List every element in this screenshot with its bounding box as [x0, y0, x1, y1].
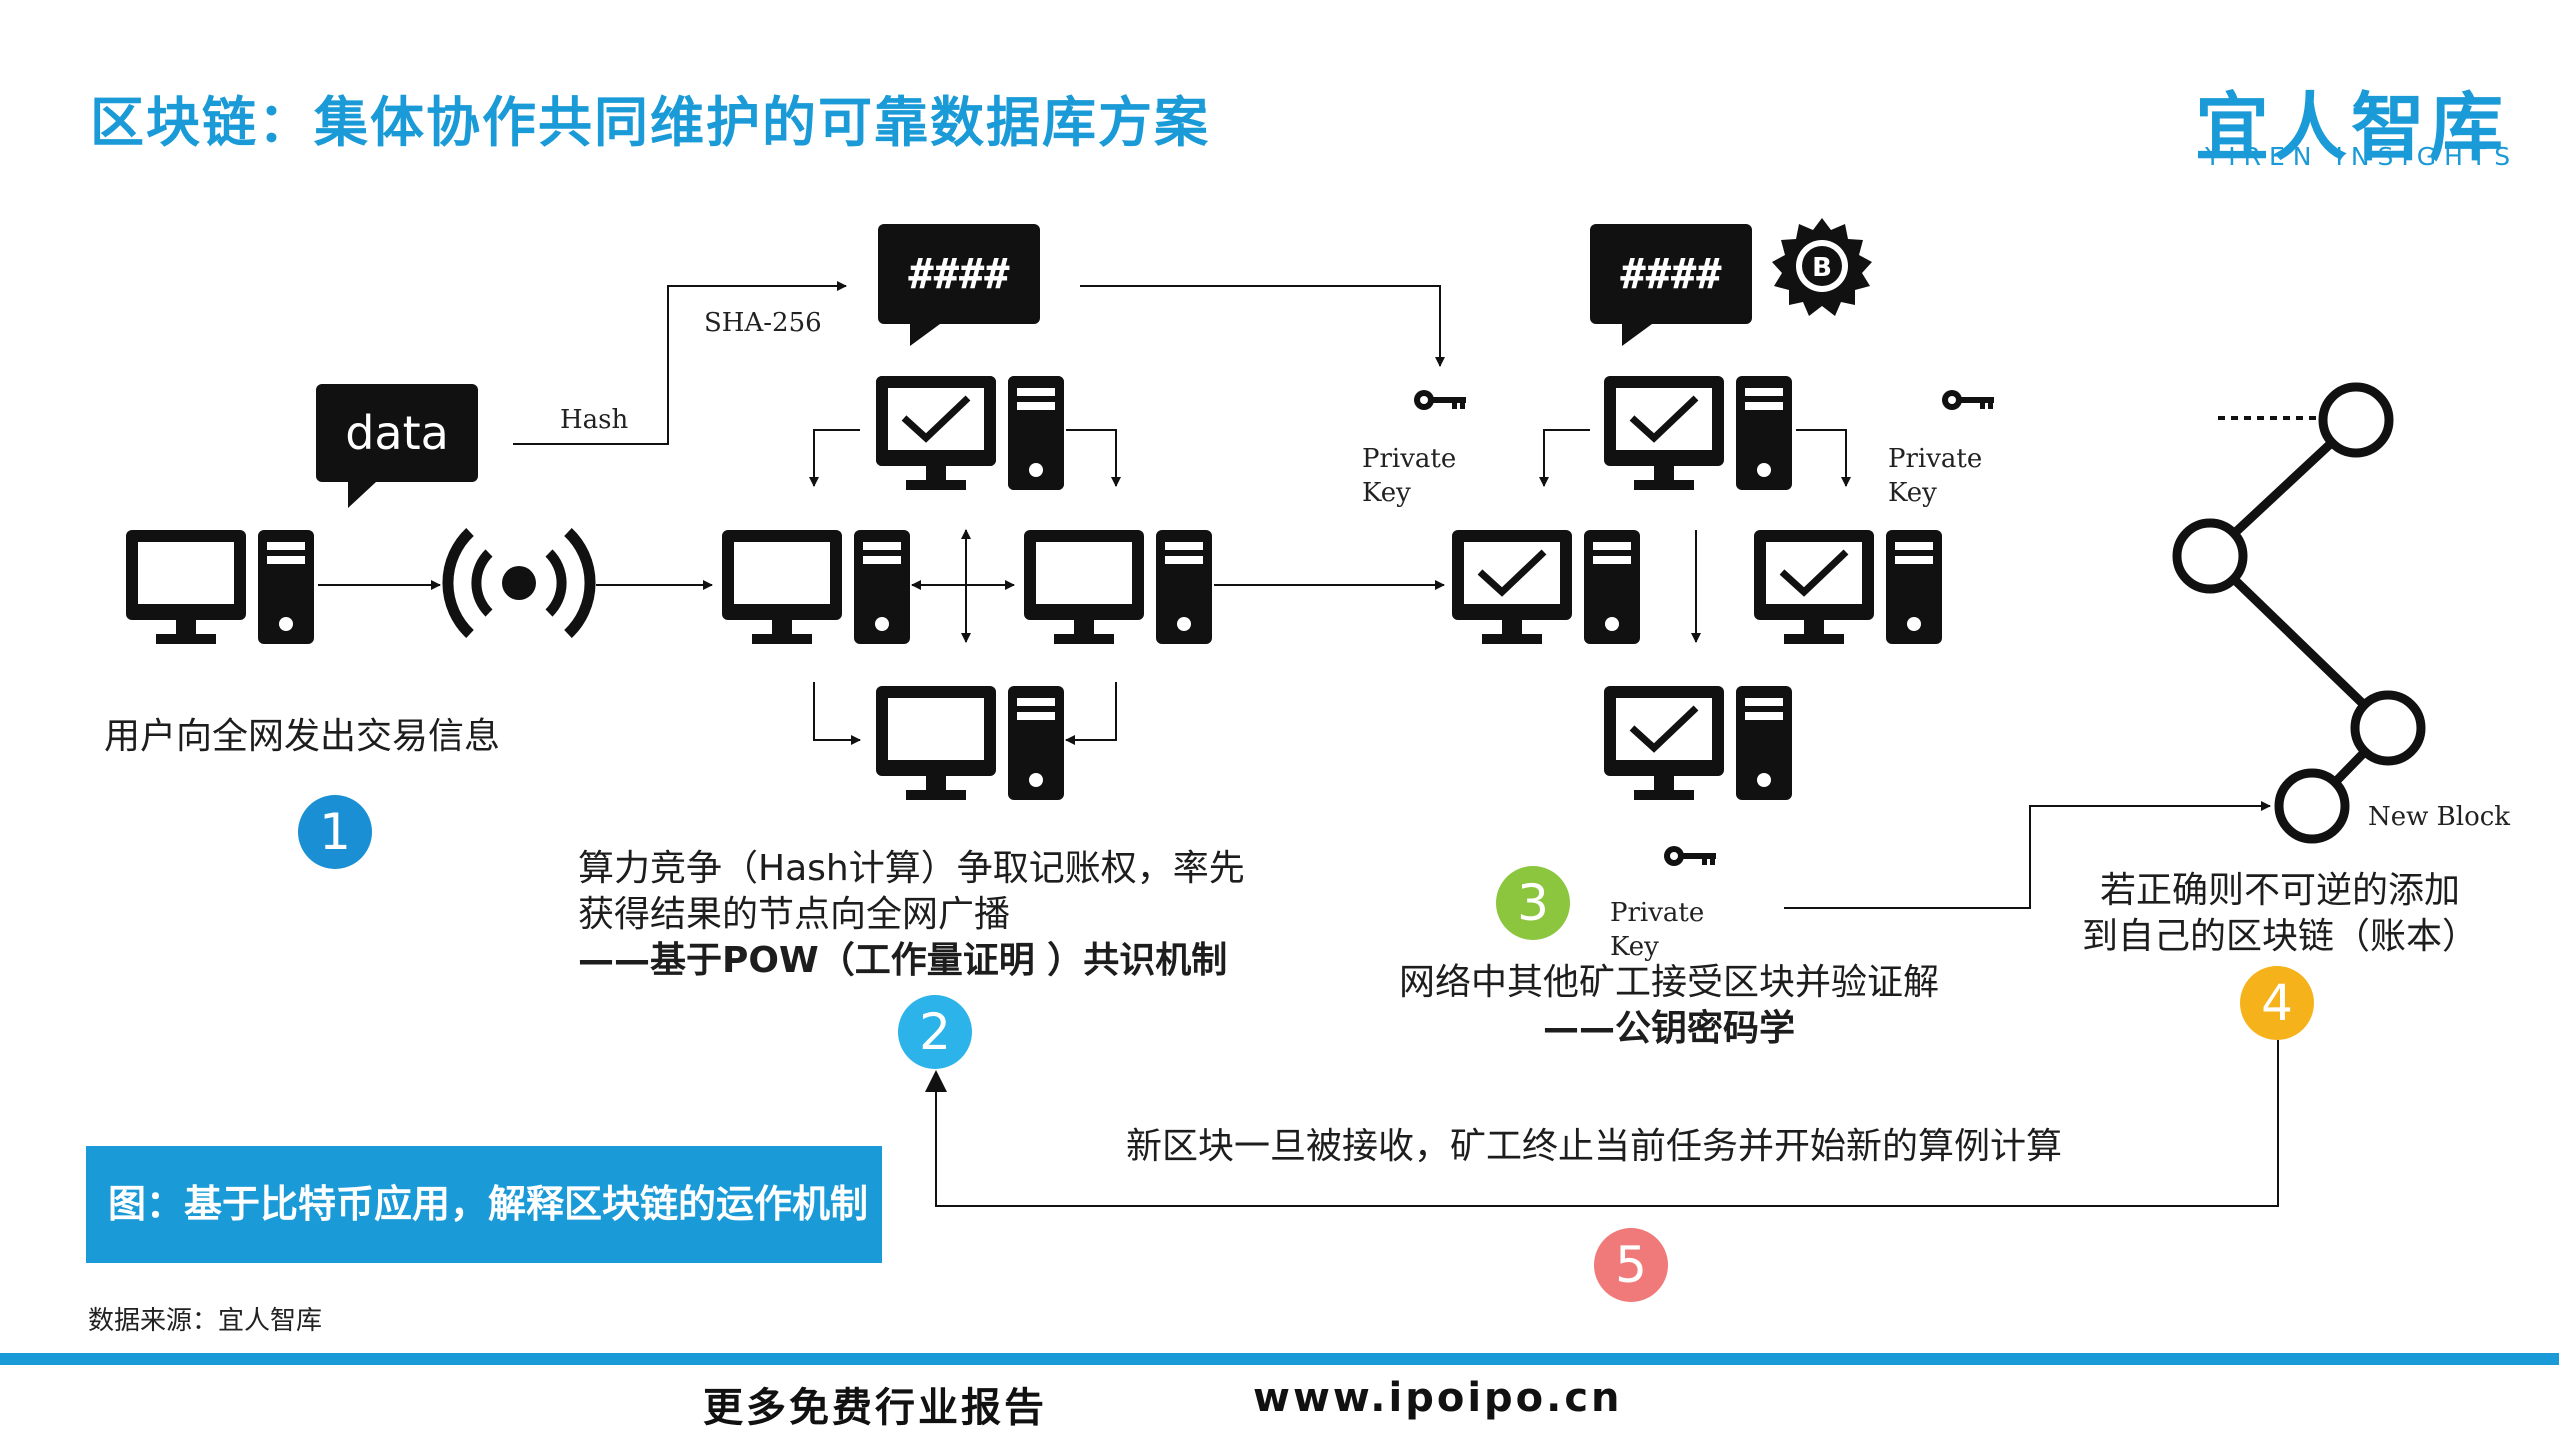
step-3-badge: 3	[1496, 866, 1570, 940]
hash-arrow	[513, 281, 847, 445]
verifier-node-left-icon	[1452, 530, 1640, 644]
svg-text:B: B	[1812, 253, 1832, 283]
loop-arrow	[925, 1040, 2279, 1207]
data-source: 数据来源：宜人智库	[88, 1306, 323, 1336]
hash-bubble-2	[1590, 224, 1752, 346]
page-title: 区块链：集体协作共同维护的可靠数据库方案	[90, 91, 1210, 154]
broadcast-icon	[442, 527, 596, 639]
footer-url[interactable]: www.ipoipo.cn	[1253, 1375, 1623, 1421]
blockchain-chain-icon	[2172, 382, 2426, 844]
step-4-badge: 4	[2240, 966, 2314, 1040]
hash-bubble-1-label: ####	[908, 249, 1010, 298]
figure-caption: 图：基于比特币应用，解释区块链的运作机制	[86, 1146, 882, 1263]
logo-subtitle: YIREN INSIGHTS	[2205, 142, 2519, 171]
mining-node-right-icon	[1024, 530, 1212, 644]
arrow-to-new-block	[1784, 801, 2271, 909]
verifier-node-top-icon	[1604, 376, 1792, 490]
mining-node-left-icon	[722, 530, 910, 644]
logo-name: 宜人智库	[2195, 85, 2507, 171]
user-computer-icon	[126, 530, 314, 644]
private-key-icon-2	[1942, 390, 1994, 410]
bitcoin-badge-icon: B	[1772, 218, 1872, 316]
step-4-text: 若正确则不可逆的添加 到自己的区块链（账本）	[2081, 870, 2478, 957]
sha-label: SHA-256	[704, 308, 822, 338]
step-2-text: 算力竞争（Hash计算）争取记账权，率先 获得结果的节点向全网广播 ——基于PO…	[578, 848, 1245, 981]
footer-divider	[0, 1353, 2559, 1365]
new-block-label: New Block	[2368, 802, 2511, 832]
private-key-icon-1	[1414, 390, 1466, 410]
step-1-text: 用户向全网发出交易信息	[104, 716, 501, 757]
step-2-badge: 2	[898, 995, 972, 1069]
verifier-node-bottom-icon	[1604, 686, 1792, 800]
step-5-text: 新区块一旦被接收，矿工终止当前任务并开始新的算例计算	[1126, 1126, 2063, 1167]
hash-label: Hash	[560, 405, 629, 435]
mining-node-bottom-icon	[876, 686, 1064, 800]
private-key-icon-3	[1664, 846, 1716, 866]
data-bubble	[316, 384, 478, 508]
verifier-node-right-icon	[1754, 530, 1942, 644]
arrow-hash-to-key	[1080, 285, 1445, 367]
step-3-text: 网络中其他矿工接受区块并验证解 ——公钥密码学	[1398, 962, 1939, 1049]
step-5-badge: 5	[1594, 1228, 1668, 1302]
hash-bubble-1	[878, 224, 1040, 346]
step-1-badge: 1	[298, 795, 372, 869]
hash-bubble-2-label: ####	[1620, 249, 1722, 298]
footer-text: 更多免费行业报告	[703, 1385, 1047, 1431]
data-bubble-label: data	[345, 406, 449, 460]
